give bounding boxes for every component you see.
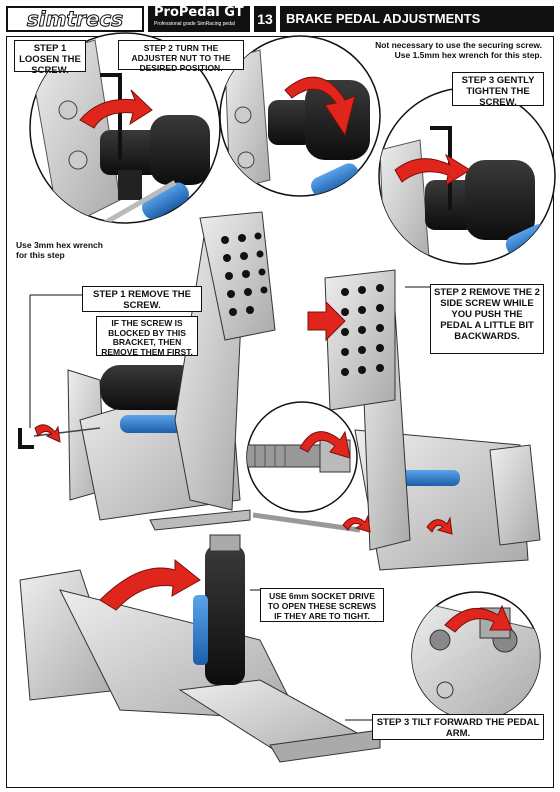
bracket-note-callout: IF THE SCREW IS BLOCKED BY THIS BRACKET,…: [96, 316, 198, 357]
detail-circle-tighten: [378, 87, 556, 265]
page-title: BRAKE PEDAL ADJUSTMENTS: [280, 6, 554, 32]
rotate-ccw-arrow-icon: [79, 89, 153, 129]
rotate-adjuster-arrow-icon: [284, 76, 356, 137]
pedal-assembly-front: [252, 269, 541, 571]
product-name: ProPedal GT: [154, 5, 244, 20]
unscrew-arrow-icon: [299, 430, 351, 459]
socket-note-callout: USE 6mm SOCKET DRIVE TO OPEN THESE SCREW…: [260, 588, 384, 622]
top-step2-callout: STEP 2 TURN THE ADJUSTER NUT TO THE DESI…: [118, 40, 244, 73]
mid-step2-text: STEP 2 REMOVE THE 2 SIDE SCREW WHILE YOU…: [434, 287, 540, 342]
push-pedal-arrow-icon: [307, 300, 346, 342]
remove-screw-arrow-icon: [34, 424, 61, 443]
top-step1-callout: STEP 1 LOOSEN THE SCREW.: [14, 40, 86, 76]
detail-circle-adjuster: [219, 35, 381, 197]
detail-circle-screw: [246, 401, 358, 513]
bottom-step3-callout: STEP 3 TILT FORWARD THE PEDAL ARM.: [372, 714, 544, 740]
pedal-assembly-side: [18, 211, 276, 531]
tilt-forward-arrow-icon: [99, 558, 201, 611]
top-step3-text: STEP 3 GENTLY TIGHTEN THE SCREW.: [461, 75, 535, 108]
product-badge: ProPedal GT Professional grade SimRacing…: [148, 6, 250, 32]
securing-screw-note: Not necessary to use the securing screw.…: [375, 40, 542, 60]
pedal-assembly-tilted: [19, 534, 381, 763]
side-screw-arrow-2-icon: [426, 516, 453, 535]
mid-step2-callout: STEP 2 REMOVE THE 2 SIDE SCREW WHILE YOU…: [430, 284, 544, 354]
mid-step1-callout: STEP 1 REMOVE THE SCREW.: [82, 286, 202, 312]
socket-unscrew-arrow-icon: [444, 604, 513, 633]
hex-wrench-note: Use 3mm hex wrench for this step: [16, 240, 103, 260]
top-step2-text: STEP 2 TURN THE ADJUSTER NUT TO THE DESI…: [131, 43, 231, 73]
brand-logo: simtrecs: [6, 6, 144, 32]
detail-circle-socket: [411, 591, 541, 721]
product-tagline: Professional grade SimRacing pedal: [154, 21, 235, 27]
top-step3-callout: STEP 3 GENTLY TIGHTEN THE SCREW.: [452, 72, 544, 108]
top-step1-text: STEP 1 LOOSEN THE SCREW.: [19, 43, 81, 76]
page-header: simtrecs ProPedal GT Professional grade …: [6, 6, 554, 32]
mid-step1-text: STEP 1 REMOVE THE SCREW.: [92, 289, 191, 311]
side-screw-arrow-icon: [342, 514, 371, 533]
content-panel: [6, 36, 554, 788]
detail-circle-loosen: [29, 32, 221, 224]
page-number: 13: [254, 6, 276, 32]
bottom-step3-text: STEP 3 TILT FORWARD THE PEDAL ARM.: [376, 717, 540, 739]
rotate-cw-arrow-icon: [394, 153, 471, 187]
